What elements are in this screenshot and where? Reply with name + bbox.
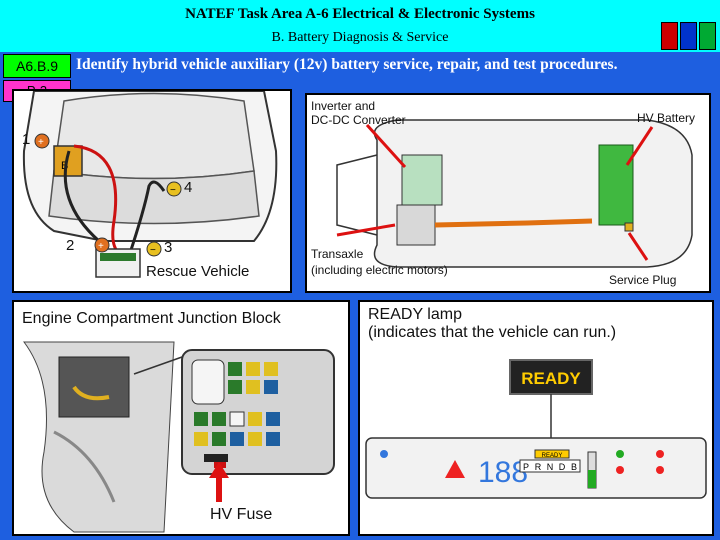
hv-battery-label: HV Battery	[637, 111, 696, 125]
transaxle-sublabel: (including electric motors)	[311, 263, 448, 277]
gear-r: R	[535, 462, 542, 472]
task-bar	[0, 52, 720, 78]
inverter-label: Inverter and	[311, 99, 376, 113]
task-description: Identify hybrid vehicle auxiliary (12v) …	[76, 56, 618, 73]
transaxle-label: Transaxle	[311, 247, 364, 261]
hv-battery-block	[598, 144, 634, 226]
page-subtitle: B. Battery Diagnosis & Service	[271, 30, 449, 45]
service-plug-label: Service Plug	[609, 273, 677, 287]
junction-block-diagram	[23, 341, 335, 533]
gear-b: B	[571, 462, 577, 472]
step-2-label: 2	[66, 237, 75, 254]
indicator-icon	[656, 466, 664, 474]
indicator-icon	[380, 450, 388, 458]
svg-text:−: −	[170, 185, 176, 196]
flag-icon	[661, 22, 717, 50]
service-plug-block	[624, 222, 634, 232]
indicator-icon	[616, 466, 624, 474]
step-3-label: 3	[164, 239, 173, 256]
page-title: NATEF Task Area A-6 Electrical & Electro…	[185, 6, 535, 22]
gear-d: D	[559, 462, 566, 472]
warning-icon	[445, 460, 465, 478]
ready-lamp-panel: READY lamp (indicates that the vehicle c…	[358, 300, 714, 536]
dashboard-diagram: READY 188 READY P R N D B	[365, 359, 707, 499]
hybrid-system-panel: Inverter and DC-DC Converter HV Battery …	[305, 93, 711, 293]
hybrid-layout-diagram	[336, 119, 693, 268]
junction-block-panel: Engine Compartment Junction Block HV Fus…	[12, 300, 350, 536]
jump-start-diagram: B + + − −	[22, 91, 278, 278]
ready-lamp-box	[509, 359, 593, 395]
gear-indicator: P R N D B	[519, 459, 581, 473]
ready-lamp-text: READY	[521, 369, 581, 388]
dcdc-converter-label: DC-DC Converter	[311, 113, 406, 127]
gear-p: P	[523, 462, 529, 472]
small-ready-text: READY	[542, 453, 563, 459]
indicator-icon	[656, 450, 664, 458]
inverter-block	[401, 154, 443, 206]
step-4-label: 4	[184, 179, 193, 196]
rescue-vehicle-caption: Rescue Vehicle	[146, 263, 250, 280]
header-bar: NATEF Task Area A-6 Electrical & Electro…	[0, 0, 720, 52]
gear-n: N	[547, 462, 554, 472]
junction-block-title: Engine Compartment Junction Block	[22, 310, 281, 327]
transaxle-block	[396, 204, 436, 246]
step-1-label: 1	[22, 131, 31, 148]
svg-text:−: −	[150, 245, 156, 256]
ready-lamp-title: READY lamp	[368, 306, 462, 323]
ready-lamp-subtitle: (indicates that the vehicle can run.)	[368, 324, 617, 341]
jump-start-panel: B + + − − 1 2 3 4 Rescue Vehicle	[12, 89, 292, 293]
hv-fuse-label: HV Fuse	[210, 506, 273, 523]
svg-text:+: +	[98, 241, 104, 252]
indicator-icon	[616, 450, 624, 458]
task-code-badge: A6.B.9	[3, 54, 71, 78]
svg-text:+: +	[38, 137, 44, 148]
